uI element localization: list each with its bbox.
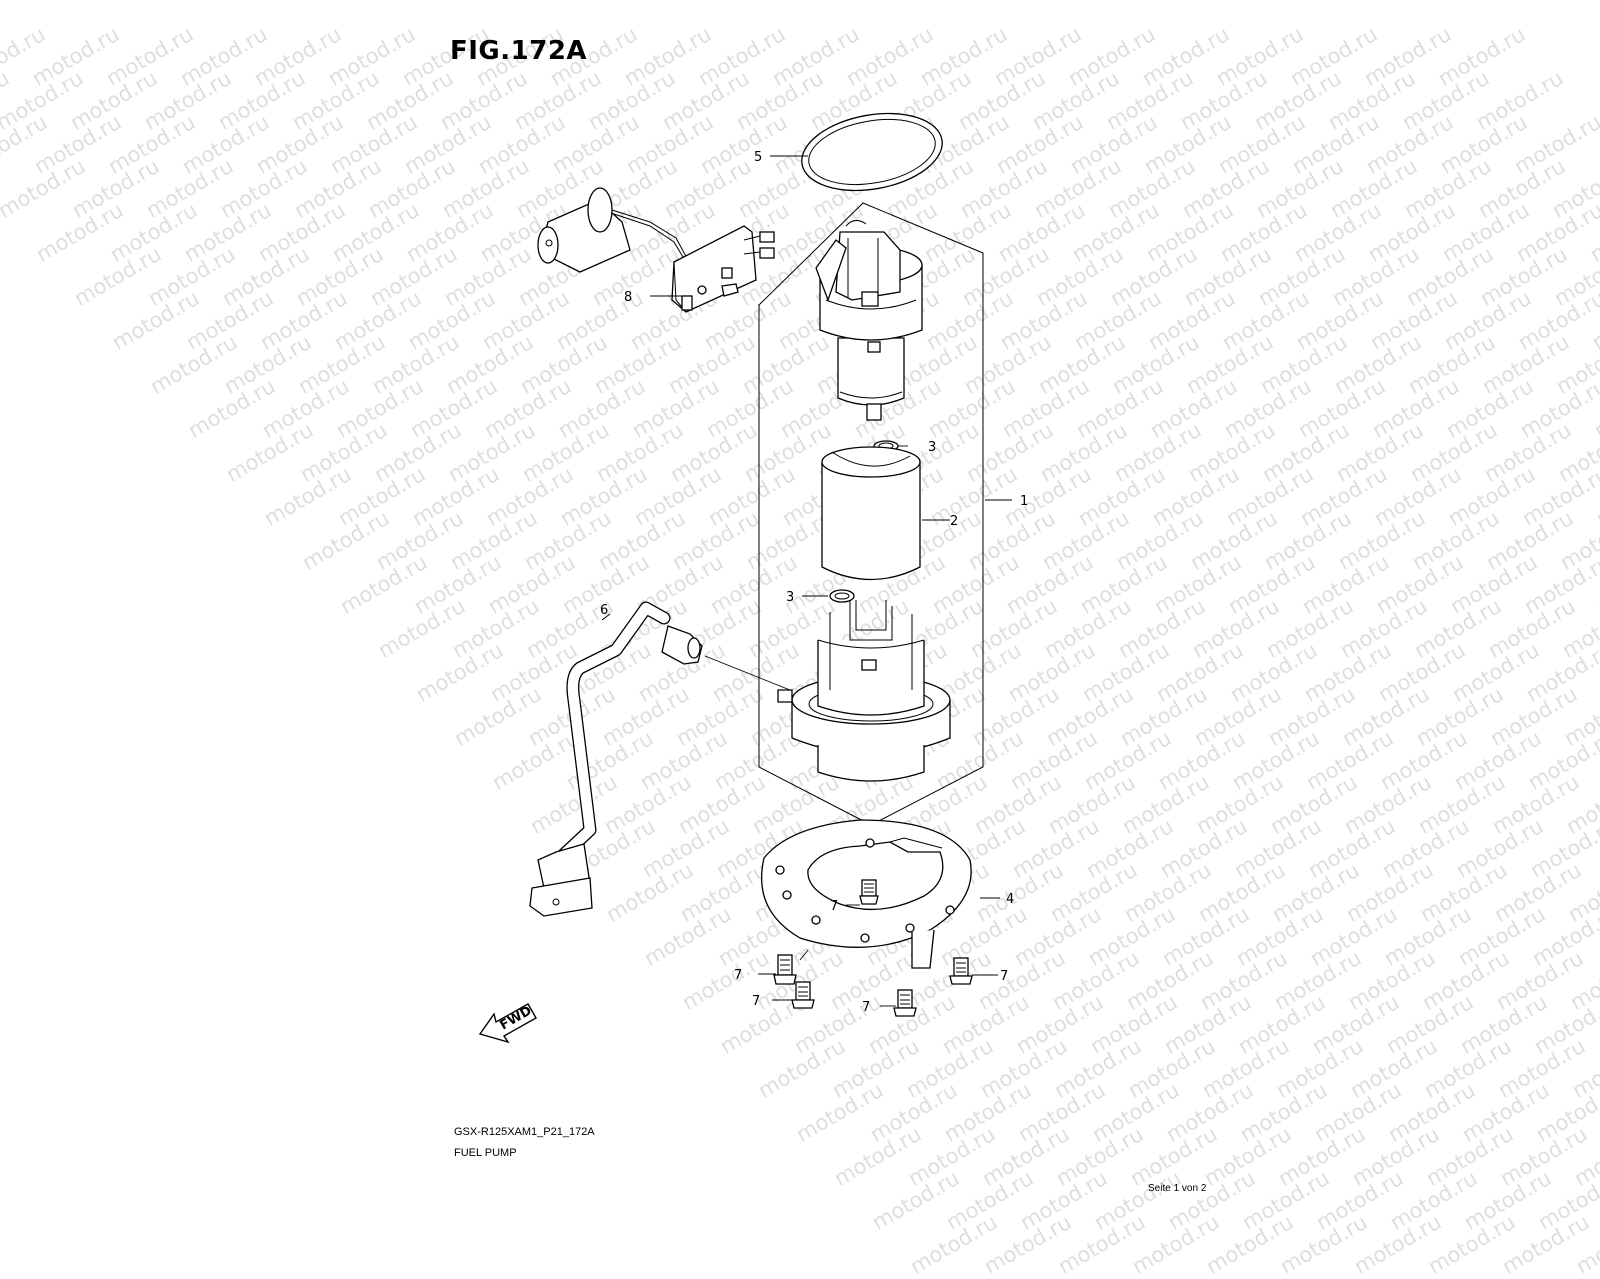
watermark-text: motod.ru bbox=[980, 1209, 1076, 1279]
callout-2: 2 bbox=[950, 514, 958, 529]
watermark-text: motod.ru bbox=[1498, 1209, 1594, 1279]
fuel-hose bbox=[529, 601, 703, 917]
callout-4: 4 bbox=[1006, 892, 1014, 907]
page-indicator: Seite 1 von 2 bbox=[1148, 1183, 1207, 1194]
fuel-pump-exploded-diagram: FWD 5 8 3 2 1 3 6 4 7 7 7 7 7 bbox=[478, 112, 1028, 1044]
fuel-pump-base bbox=[777, 600, 951, 782]
callout-7-left-bottom: 7 bbox=[752, 994, 760, 1009]
watermark-text: motod.ru bbox=[1054, 1209, 1150, 1279]
callout-7-center: 7 bbox=[830, 899, 838, 914]
fuel-filter-sleeve bbox=[821, 446, 921, 581]
watermark-text: motod.ru bbox=[1276, 1209, 1372, 1279]
watermark-text: motod.ru bbox=[1128, 1209, 1224, 1279]
callout-8: 8 bbox=[624, 290, 632, 305]
fuel-level-gauge bbox=[537, 187, 775, 313]
callout-7-bottom: 7 bbox=[862, 1000, 870, 1015]
drawing-code: GSX-R125XAM1_P21_172A bbox=[454, 1126, 595, 1138]
watermark-text: motod.ru bbox=[1572, 1209, 1600, 1279]
drawing-name: FUEL PUMP bbox=[454, 1147, 517, 1159]
callout-7-left-top: 7 bbox=[734, 968, 742, 983]
callout-7-right: 7 bbox=[1000, 969, 1008, 984]
callout-5: 5 bbox=[754, 150, 762, 165]
leader-lines bbox=[601, 155, 1012, 1007]
figure-title: FIG.172A bbox=[450, 36, 588, 66]
bolt-center bbox=[859, 879, 879, 905]
watermark-text: motod.ru bbox=[906, 1209, 1002, 1279]
watermark-text: motod.ru bbox=[1350, 1209, 1446, 1279]
watermark-text: motod.ru bbox=[1202, 1209, 1298, 1279]
callout-1: 1 bbox=[1020, 494, 1028, 509]
bolt-bottom bbox=[893, 989, 917, 1017]
callout-6: 6 bbox=[600, 603, 608, 618]
watermark-text: motod.ru bbox=[1424, 1209, 1520, 1279]
callout-3-top: 3 bbox=[928, 440, 936, 455]
o-ring-gasket bbox=[801, 112, 943, 192]
o-ring-lower bbox=[829, 589, 855, 603]
fuel-pump-motor bbox=[815, 220, 923, 421]
bolt-left-top bbox=[773, 954, 797, 985]
callout-3-bottom: 3 bbox=[786, 590, 794, 605]
fwd-arrow-icon: FWD bbox=[478, 1003, 537, 1044]
bolt-right bbox=[949, 957, 973, 985]
bolt-left-bottom bbox=[791, 981, 815, 1009]
